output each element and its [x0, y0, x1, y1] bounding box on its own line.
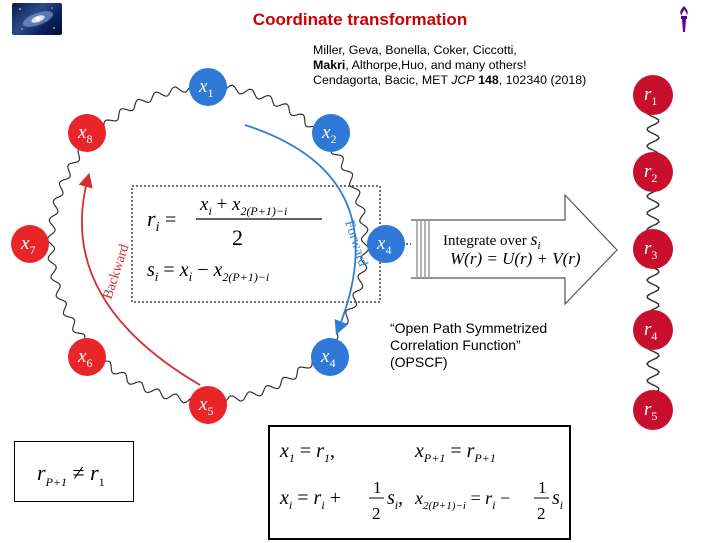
svg-text:x2(P+1)−i = ri −: x2(P+1)−i = ri −: [414, 488, 510, 512]
reference-bold-name: Makri: [313, 58, 346, 72]
svg-text:2: 2: [372, 504, 381, 523]
reference-list: Miller, Geva, Bonella, Coker, Ciccotti, …: [313, 43, 586, 88]
svg-text:xi = ri +: xi = ri +: [279, 487, 341, 512]
svg-text:si: si: [552, 487, 563, 512]
reference-volume: 148: [478, 73, 499, 87]
boundary-equations: x1 = r1, xP+1 = rP+1 xi = ri + 1 2 si, x…: [279, 440, 563, 523]
integrate-label: Integrate over si: [443, 229, 541, 252]
potential-equation: W(r) = U(r) + V(r): [450, 249, 581, 268]
svg-text:si = xi − x2(P+1)−i: si = xi − x2(P+1)−i: [147, 259, 269, 284]
transform-equations: ri = xi + x2(P+1)−i 2 si = xi − x2(P+1)−…: [147, 194, 322, 284]
backward-arrow-icon: [78, 172, 201, 386]
open-chain-condition: rP+1 ≠ r1: [37, 460, 105, 489]
ring-bead-x7: x7: [11, 225, 49, 263]
svg-text:2: 2: [537, 504, 546, 523]
quote-line: Correlation Function”: [390, 337, 521, 353]
open-chain-condition-box: rP+1 ≠ r1: [14, 441, 134, 502]
chain-bead-r1: r1: [633, 75, 673, 115]
bead-circle: [312, 114, 350, 152]
bead-circle: [367, 225, 405, 263]
bead-circle: [68, 338, 106, 376]
torch-logo-icon: [674, 4, 694, 34]
reference-line: Miller, Geva, Bonella, Coker, Ciccotti,: [313, 43, 517, 57]
reference-line-rest: , Althorpe,Huo, and many others!: [345, 58, 527, 72]
boundary-equations-box: x1 = r1, xP+1 = rP+1 xi = ri + 1 2 si, x…: [268, 425, 571, 540]
ring-bead-x6: x6: [68, 338, 106, 376]
forward-arrow-icon: [244, 124, 357, 336]
svg-text:=: =: [165, 209, 176, 231]
bead-circle: [189, 386, 227, 424]
chain-bead-r2: r2: [633, 152, 673, 192]
ring-bead-x1: x1: [189, 68, 227, 106]
ring-bead-x5: x5: [189, 386, 227, 424]
bead-circle: [633, 152, 673, 192]
svg-text:xi + x2(P+1)−i: xi + x2(P+1)−i: [199, 194, 287, 218]
quote-line: “Open Path Symmetrized: [390, 320, 548, 336]
svg-text:ri: ri: [147, 206, 160, 235]
reference-journal: JCP: [451, 73, 475, 87]
chain-bead-r3: r3: [633, 229, 673, 269]
reference-authors: Cendagorta, Bacic, MET: [313, 73, 452, 87]
ring-bead-x8: x8: [68, 114, 106, 152]
ring-bead-x4b: x4: [311, 338, 349, 376]
bead-circle: [189, 68, 227, 106]
svg-text:x1 = r1,: x1 = r1,: [279, 440, 335, 465]
opscf-description: “Open Path Symmetrized Correlation Funct…: [390, 320, 610, 371]
bead-circle: [633, 310, 673, 350]
chain-bead-r5: r5: [633, 390, 673, 430]
integrate-variable-sub: i: [537, 240, 541, 252]
backward-label: Backward: [101, 243, 133, 302]
svg-text:si,: si,: [387, 487, 403, 512]
bead-circle: [11, 225, 49, 263]
ring-bead-x2: x2: [312, 114, 350, 152]
ring-bead-x4a: x4: [367, 225, 405, 263]
svg-text:xP+1 = rP+1: xP+1 = rP+1: [414, 440, 496, 465]
integrate-variable: s: [530, 229, 538, 249]
page-title: Coordinate transformation: [252, 10, 468, 29]
reference-pages: , 102340 (2018): [498, 73, 587, 87]
bead-circle: [633, 229, 673, 269]
bead-circle: [68, 114, 106, 152]
ring-spring: [46, 82, 370, 406]
reference-line: Cendagorta, Bacic, MET JCP 148, 102340 (…: [313, 73, 586, 88]
reference-line: Makri, Althorpe,Huo, and many others!: [313, 58, 586, 73]
bead-circle: [633, 75, 673, 115]
svg-text:2: 2: [232, 225, 243, 250]
svg-text:1: 1: [373, 478, 382, 497]
bead-circle: [311, 338, 349, 376]
integrate-text: Integrate over: [443, 233, 531, 249]
svg-text:rP+1 ≠ r1: rP+1 ≠ r1: [37, 460, 105, 489]
integrate-arrow-icon: [411, 193, 618, 306]
quote-line: (OPSCF): [390, 354, 448, 370]
bead-circle: [633, 390, 673, 430]
galaxy-logo-icon: [12, 3, 62, 35]
chain-bead-r4: r4: [633, 310, 673, 350]
svg-text:1: 1: [538, 478, 547, 497]
